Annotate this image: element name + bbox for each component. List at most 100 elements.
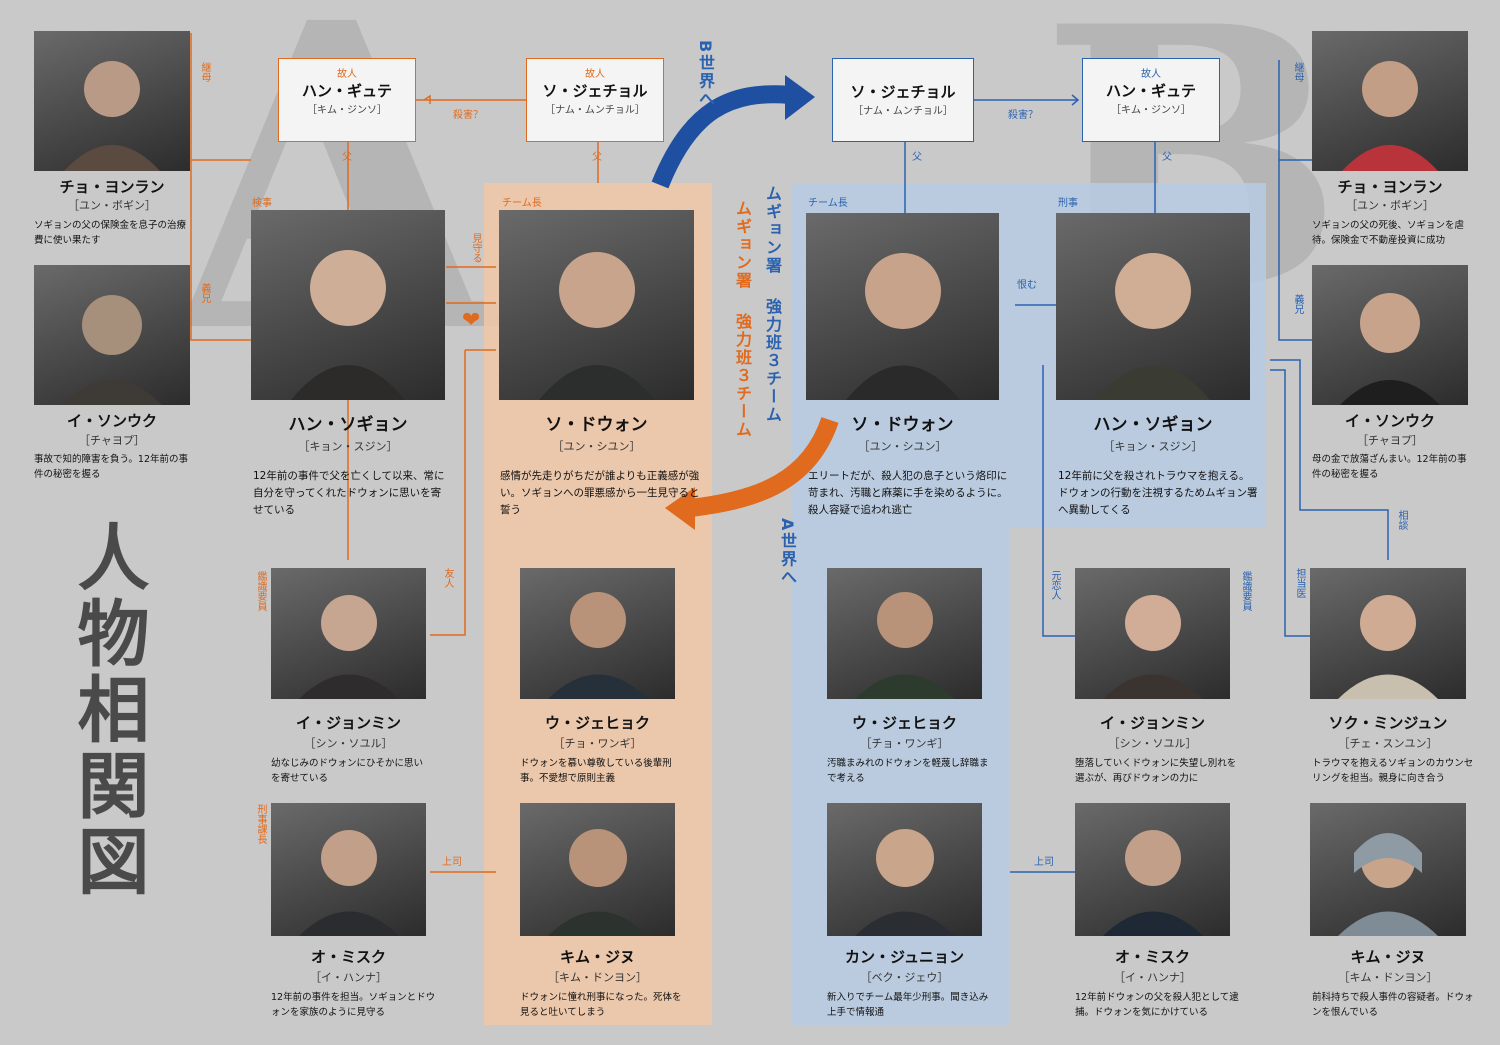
a-so-father-box: 故人 ソ・ジェチョル ［ナム・ムンチョル］ (526, 58, 664, 142)
b-jinu-actor: ［キム・ドンヨン］ (1338, 971, 1438, 984)
b-sogyon-name: ハン・ソギョン (1093, 415, 1213, 435)
a-jongmin-photo (271, 568, 426, 699)
a-sogyon-photo (251, 210, 445, 400)
b-yongran-name: チョ・ヨンラン (1337, 178, 1443, 196)
a-team-title-1: ムギョン署 (733, 200, 752, 290)
a-yongran-name: チョ・ヨンラン (59, 178, 165, 196)
b-jinu-desc: 前科持ちで殺人事件の容疑者。ドウォンを恨んでいる (1312, 992, 1474, 1018)
b-minjun-desc: トラウマを抱えるソギョンのカウンセリングを担当。親身に向き合う (1312, 758, 1474, 784)
a-misuk-role: 刑事課長 (255, 804, 266, 844)
a-so-father-label: 父 (592, 152, 602, 163)
b-jongmin-actor: ［シン・ソユル］ (1108, 737, 1197, 750)
a-stepmother-label: 継母 (199, 62, 210, 82)
b-misuk-actor: ［イ・ハンナ］ (1114, 971, 1191, 984)
b-minjun-photo (1310, 568, 1466, 699)
b-jehyok-actor: ［チョ・ワンギ］ (860, 737, 949, 750)
a-misuk-photo (271, 803, 426, 936)
b-jehyok-desc: 汚職まみれのドウォンを軽蔑し辞職まで考える (827, 758, 989, 784)
b-jongmin-role: 鑑識要員 (1240, 571, 1251, 611)
b-kill-label: 殺害？ (1008, 110, 1038, 121)
b-team-title-1: ムギョン署 (763, 185, 782, 275)
a-dowon-photo (499, 210, 694, 400)
a-watch-label: 見守る (470, 233, 481, 263)
a-misuk-desc: 12年前の事件を担当。ソギョンとドウォンを家族のように見守る (271, 992, 436, 1018)
a-jinu-name: キム・ジヌ (559, 948, 635, 966)
b-misuk-name: オ・ミスク (1114, 948, 1190, 966)
a-sonuk-actor: ［チャヨプ］ (79, 434, 145, 447)
b-ex-label: 元恋人 (1049, 570, 1060, 600)
b-father-tag: 故人 (1141, 69, 1161, 80)
b-dowon-name: ソ・ドウォン (851, 415, 954, 435)
b-dowon-actor: ［ユン・シユン］ (858, 440, 947, 453)
b-junyong-desc: 新入りでチーム最年少刑事。聞き込み上手で情報通 (827, 992, 989, 1018)
a-yongran-desc: ソギョンの父の保険金を息子の治療費に使い果たす (34, 220, 187, 246)
b-so-father-label: 父 (912, 152, 922, 163)
b-sonuk-actor: ［チャヨプ］ (1357, 434, 1423, 447)
a-boss-label: 上司 (442, 857, 462, 868)
b-so-father-name: ソ・ジェチョル (850, 83, 956, 101)
a-jongmin-actor: ［シン・ソユル］ (304, 737, 393, 750)
b-grudge-label: 恨む (1017, 280, 1037, 291)
b-yongran-actor: ［ユン・ボギン］ (1346, 199, 1434, 212)
b-junyong-actor: ［ベク・ジェウ］ (860, 971, 949, 984)
b-junyong-photo (827, 803, 982, 936)
a-father-actor: ［キム・ジンソ］ (307, 105, 387, 116)
b-stepmother-label: 継母 (1292, 62, 1303, 82)
b-sogyon-photo (1056, 213, 1250, 400)
b-misuk-photo (1075, 803, 1230, 936)
b-yongran-photo (1312, 31, 1468, 171)
b-dowon-desc: エリートだが、殺人犯の息子という烙印に苛まれ、汚職と麻薬に手を染めるように。殺人… (808, 470, 1008, 516)
b-minjun-name: ソク・ミンジュン (1328, 714, 1448, 732)
a-dowon-actor: ［ユン・シユン］ (552, 440, 641, 453)
a-jongmin-desc: 幼なじみのドウォンにひそかに思いを寄せている (271, 758, 424, 784)
a-misuk-name: オ・ミスク (310, 948, 386, 966)
b-dowon-photo (806, 213, 999, 400)
b-sogyon-desc: 12年前に父を殺されトラウマを抱える。ドウォンの行動を注視するためムギョン署へ異… (1058, 470, 1258, 516)
a-sonuk-photo (34, 265, 190, 405)
b-doctor-label: 担当医 (1294, 568, 1305, 598)
a-jehyok-desc: ドウォンを慕い尊敬している後輩刑事。不愛想で原則主義 (520, 758, 672, 784)
b-minjun-actor: ［チェ・スンユン］ (1338, 737, 1438, 750)
a-sogyon-actor: ［キョン・スジン］ (298, 440, 398, 453)
a-so-father-name: ソ・ジェチョル (542, 82, 648, 100)
a-friend-label: 友人 (442, 568, 453, 588)
a-team-title-2: 強力班３チーム (733, 313, 752, 439)
a-dowon-desc: 感情が先走りがちだが誰よりも正義感が強い。ソギョンへの罪悪感から一生見守ると誓う (500, 470, 700, 516)
a-jinu-photo (520, 803, 675, 936)
heart-icon: ❤ (462, 308, 481, 333)
a-so-father-tag: 故人 (585, 69, 605, 80)
a-jongmin-name: イ・ジョンミン (295, 714, 401, 732)
a-jehyok-photo (520, 568, 675, 699)
to-a-world-label: A世界へ (778, 518, 797, 587)
b-father-actor: ［キム・ジンソ］ (1111, 105, 1191, 116)
b-boss-label: 上司 (1034, 857, 1054, 868)
b-sonuk-desc: 母の金で放蕩ざんまい。12年前の事件の秘密を握る (1312, 454, 1467, 480)
a-jongmin-role: 鑑識要員 (255, 571, 266, 611)
a-father-box: 故人 ハン・ギュテ ［キム・ジンソ］ (278, 58, 416, 142)
a-dowon-name: ソ・ドウォン (545, 415, 648, 435)
a-sogyon-role: 検事 (252, 198, 272, 209)
a-sogyon-desc: 12年前の事件で父を亡くして以来、常に自分を守ってくれたドウォンに思いを寄せてい… (253, 470, 445, 516)
a-sonuk-name: イ・ソンウク (66, 412, 157, 430)
a-so-father-actor: ［ナム・ムンチョル］ (545, 105, 645, 116)
a-dowon-role: チーム長 (502, 198, 542, 209)
b-jehyok-name: ウ・ジェヒョク (851, 714, 957, 732)
b-consult-label: 相談 (1396, 510, 1407, 530)
b-misuk-desc: 12年前ドウォンの父を殺人犯として逮捕。ドウォンを気にかけている (1075, 992, 1239, 1018)
b-father-box: 故人 ハン・ギュテ ［キム・ジンソ］ (1082, 58, 1220, 142)
a-yongran-photo (34, 31, 190, 171)
a-misuk-actor: ［イ・ハンナ］ (310, 971, 387, 984)
a-father-name: ハン・ギュテ (301, 82, 392, 100)
b-sogyon-role: 刑事 (1058, 198, 1078, 209)
b-brother-label: 義兄 (1292, 294, 1303, 314)
a-father-label: 父 (342, 152, 352, 163)
a-sonuk-desc: 事故で知的障害を負う。12年前の事件の秘密を握る (34, 454, 189, 480)
b-jehyok-photo (827, 568, 982, 699)
b-so-father-box: ソ・ジェチョル ［ナム・ムンチョル］ (832, 58, 974, 142)
b-junyong-name: カン・ジュニョン (845, 948, 964, 966)
b-jongmin-name: イ・ジョンミン (1099, 714, 1205, 732)
b-jinu-photo (1310, 803, 1466, 936)
a-yongran-actor: ［ユン・ボギン］ (68, 199, 156, 212)
b-sogyon-actor: ［キョン・スジン］ (1103, 440, 1203, 453)
